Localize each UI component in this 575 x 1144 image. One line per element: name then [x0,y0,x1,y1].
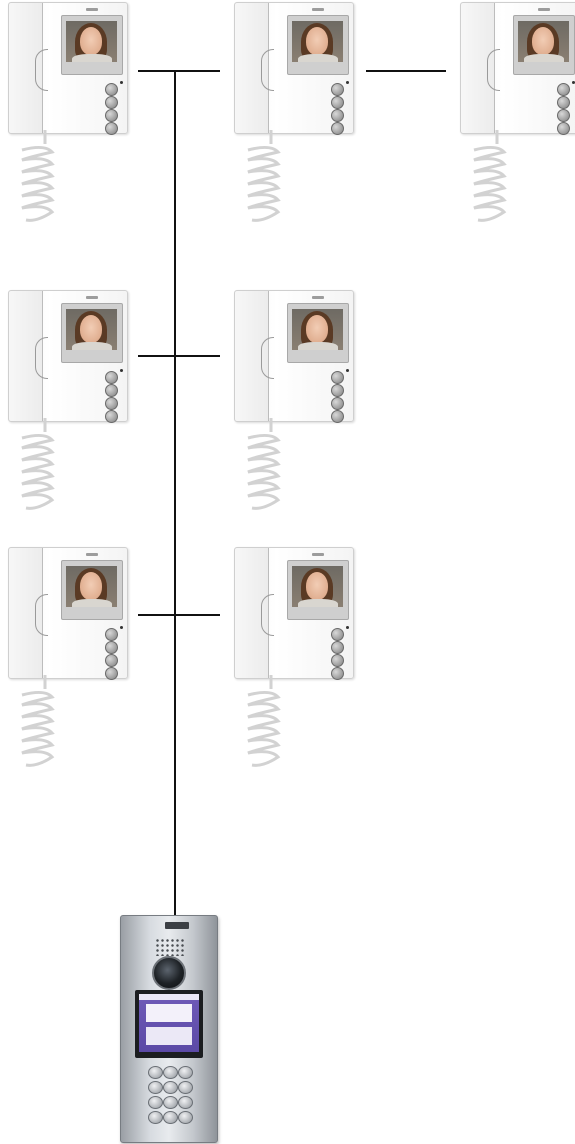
monitor-button-1[interactable] [331,83,344,96]
monitor-button-1[interactable] [557,83,570,96]
coiled-cord [12,418,62,518]
monitor-screen [61,303,123,363]
monitor-button-3[interactable] [105,109,118,122]
status-led [120,369,123,372]
monitor-button-2[interactable] [105,641,118,654]
monitor-screen [287,560,349,620]
video-monitor [8,547,128,777]
branch-wire-row2-right [176,355,220,357]
visitor-image [292,21,343,62]
status-led [346,626,349,629]
branch-wire-row2-left [138,355,174,357]
coiled-cord [464,130,514,230]
monitor-button-3[interactable] [331,397,344,410]
keypad-key-9[interactable] [178,1096,193,1109]
coiled-cord [12,675,62,775]
keypad-key-0[interactable] [163,1111,178,1124]
monitor-button-1[interactable] [105,628,118,641]
monitor-button-3[interactable] [105,654,118,667]
monitor-housing [8,2,128,134]
video-monitor [460,2,575,232]
monitor-button-2[interactable] [557,96,570,109]
monitor-screen [61,560,123,620]
visitor-image [66,566,117,607]
monitor-button-4[interactable] [331,122,344,135]
monitor-button-1[interactable] [331,371,344,384]
monitor-button-4[interactable] [331,410,344,423]
monitor-housing [8,547,128,679]
keypad-key-6[interactable] [178,1081,193,1094]
status-led [346,81,349,84]
branch-wire-row3-left [138,614,174,616]
coiled-cord [238,418,288,518]
monitor-button-3[interactable] [331,654,344,667]
keypad-key-5[interactable] [163,1081,178,1094]
visitor-image [292,566,343,607]
video-monitor [234,547,354,777]
keypad-key-3[interactable] [178,1066,193,1079]
monitor-housing [8,290,128,422]
monitor-button-4[interactable] [105,122,118,135]
panel-display [135,990,203,1058]
branch-wire-row1-right [176,70,220,72]
monitor-button-4[interactable] [331,667,344,680]
monitor-button-3[interactable] [331,109,344,122]
monitor-button-2[interactable] [331,384,344,397]
monitor-button-3[interactable] [105,397,118,410]
visitor-image [66,309,117,350]
monitor-housing [234,290,354,422]
visitor-image [292,309,343,350]
coiled-cord [238,130,288,230]
monitor-screen [287,303,349,363]
brand-logo [165,922,189,929]
camera-lens [152,956,186,990]
keypad-key-2[interactable] [163,1066,178,1079]
speaker-grille [155,938,185,956]
keypad-key-8[interactable] [163,1096,178,1109]
keypad-key-star[interactable] [148,1111,163,1124]
monitor-button-2[interactable] [105,384,118,397]
monitor-button-2[interactable] [331,641,344,654]
video-monitor [234,2,354,232]
monitor-screen [287,15,349,75]
coiled-cord [12,130,62,230]
video-monitor [8,290,128,520]
branch-wire-row3-right [176,614,220,616]
status-led [120,626,123,629]
monitor-button-4[interactable] [105,410,118,423]
video-monitor [8,2,128,232]
monitor-button-1[interactable] [105,83,118,96]
monitor-button-2[interactable] [105,96,118,109]
monitor-button-2[interactable] [331,96,344,109]
monitor-button-4[interactable] [557,122,570,135]
keypad-key-hash[interactable] [178,1111,193,1124]
coiled-cord [238,675,288,775]
monitor-button-4[interactable] [105,667,118,680]
main-riser-wire [174,70,176,920]
panel-screen [139,994,199,1052]
video-monitor [234,290,354,520]
branch-wire-row1-extension [366,70,446,72]
status-led [346,369,349,372]
status-led [120,81,123,84]
visitor-image [518,21,569,62]
monitor-housing [234,2,354,134]
monitor-housing [234,547,354,679]
monitor-button-1[interactable] [105,371,118,384]
monitor-button-1[interactable] [331,628,344,641]
monitor-screen [513,15,575,75]
monitor-screen [61,15,123,75]
monitor-housing [460,2,575,134]
keypad-key-7[interactable] [148,1096,163,1109]
keypad-key-1[interactable] [148,1066,163,1079]
door-entry-panel [120,915,218,1143]
monitor-button-3[interactable] [557,109,570,122]
visitor-image [66,21,117,62]
branch-wire-row1-left [138,70,174,72]
keypad-key-4[interactable] [148,1081,163,1094]
